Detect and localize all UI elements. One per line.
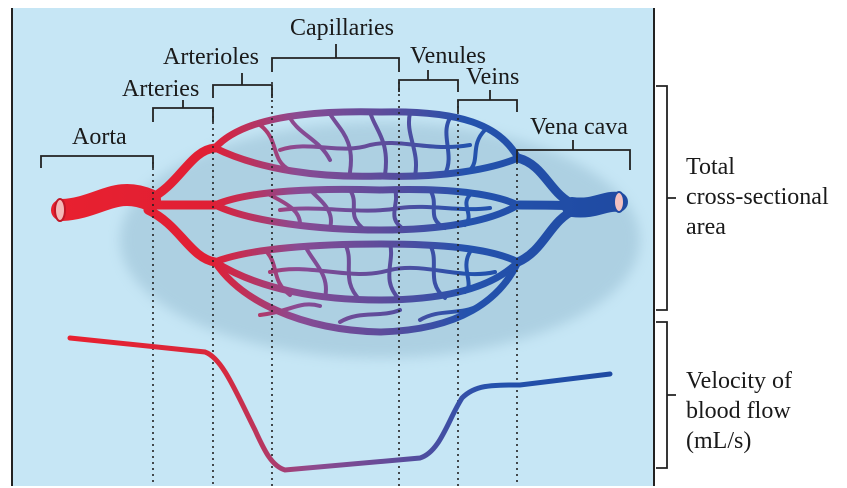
label-capillaries: Capillaries bbox=[290, 15, 394, 41]
label-arterioles: Arterioles bbox=[163, 44, 259, 70]
vena-cava-vessel bbox=[572, 202, 618, 208]
area-label-line: cross-sectional bbox=[686, 182, 829, 212]
label-aorta: Aorta bbox=[72, 124, 127, 150]
label-veins: Veins bbox=[466, 64, 519, 90]
label-total-cross-sectional-area: Total cross-sectional area bbox=[686, 152, 829, 242]
label-vena-cava: Vena cava bbox=[530, 114, 628, 140]
velocity-label-line: blood flow bbox=[686, 396, 792, 426]
bracket-velocity bbox=[656, 322, 676, 468]
label-velocity-of-blood-flow: Velocity of blood flow (mL/s) bbox=[686, 366, 792, 456]
area-label-line: area bbox=[686, 212, 829, 242]
label-arteries: Arteries bbox=[122, 76, 199, 102]
vena-cava-opening bbox=[614, 192, 624, 212]
aorta-opening bbox=[55, 199, 65, 221]
velocity-label-line: (mL/s) bbox=[686, 426, 792, 456]
bracket-area bbox=[656, 86, 676, 310]
side-brackets bbox=[656, 86, 676, 468]
area-label-line: Total bbox=[686, 152, 829, 182]
velocity-label-line: Velocity of bbox=[686, 366, 792, 396]
